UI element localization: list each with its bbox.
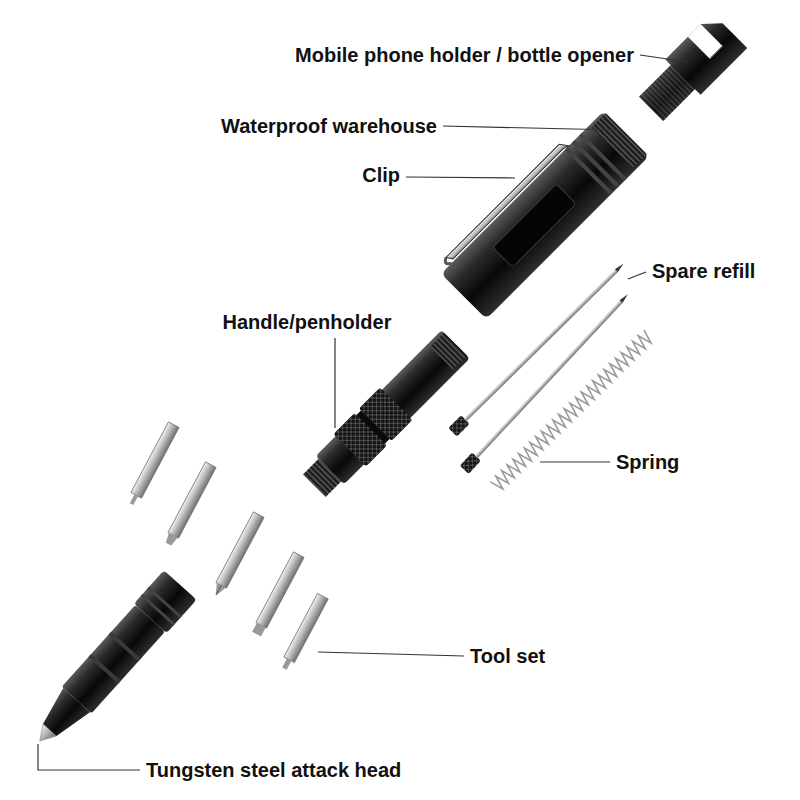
tip-part [23,570,196,756]
tool-bit [163,462,216,547]
part-label: Handle/penholder [223,310,392,334]
barrel-part [435,105,649,319]
leader-line [540,461,610,462]
part-label: Mobile phone holder / bottle opener [295,43,634,67]
tool-bit [279,593,328,671]
refill-part [460,290,632,474]
leader-line [318,652,464,656]
tool-bit [251,552,304,637]
leader-line [640,55,688,62]
cap-part [633,13,747,127]
handle-part [298,328,472,502]
part-label: Tungsten steel attack head [146,758,401,782]
tool-bit [210,512,264,599]
part-label: Spare refill [652,259,755,283]
refill-part [448,259,627,436]
leader-line [406,177,515,178]
part-label: Clip [362,163,400,187]
leader-line [443,126,618,130]
leader-line [334,338,335,428]
leader-line [628,272,646,279]
part-label: Spring [616,450,679,474]
leader-line [38,744,140,770]
part-label: Tool set [470,644,545,668]
tool-bit [126,422,179,507]
part-label: Waterproof warehouse [221,114,437,138]
